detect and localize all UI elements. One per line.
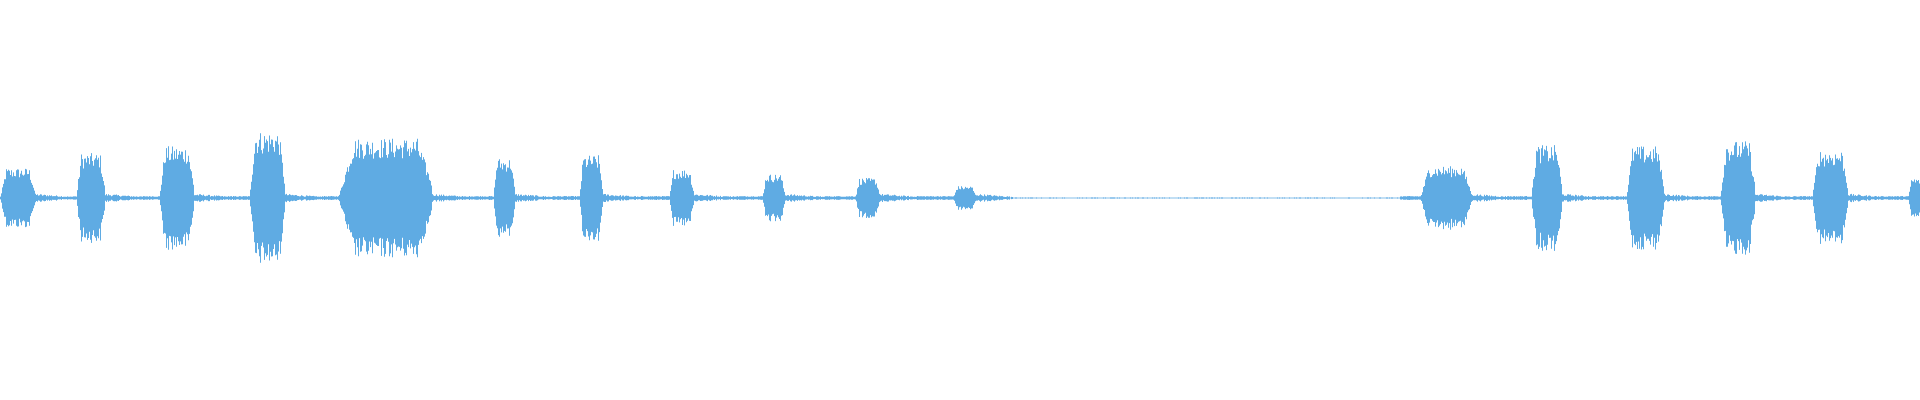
waveform-path [0,133,1920,263]
waveform-bars [0,133,1920,263]
